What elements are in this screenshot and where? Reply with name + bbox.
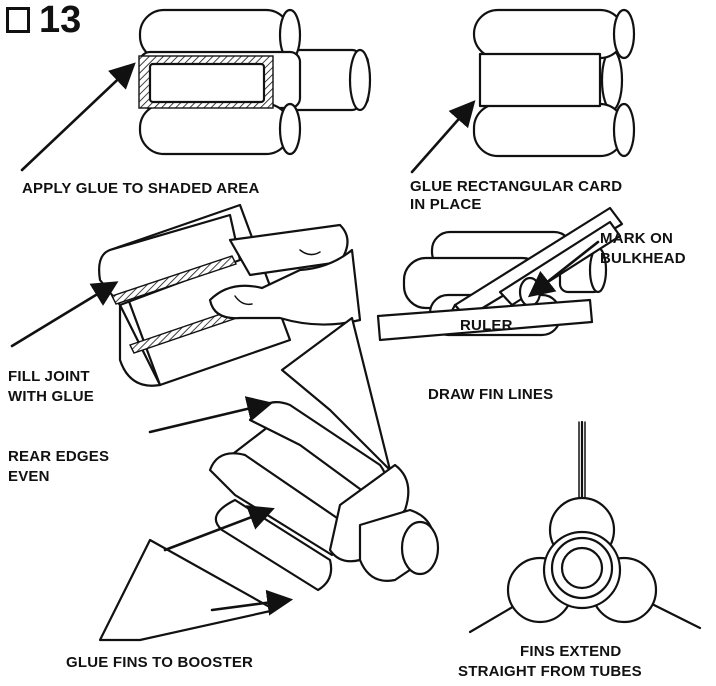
fill-joint-label-line2: WITH GLUE	[8, 388, 94, 405]
card-arrow	[410, 100, 476, 174]
booster-top-view	[468, 420, 702, 634]
booster-tubes-glue-area	[138, 8, 372, 156]
glue-card-label-line2: IN PLACE	[410, 196, 482, 213]
mark-bulkhead-label-line1: MARK ON	[600, 230, 674, 247]
glue-area-arrow	[20, 62, 136, 172]
glue-fins-label: GLUE FINS TO BOOSTER	[66, 654, 254, 671]
fin-arrow-upper	[163, 505, 275, 552]
booster-with-fins	[98, 316, 440, 642]
fill-joint-arrow	[10, 281, 119, 348]
booster-tubes-card	[472, 8, 636, 158]
draw-fin-lines-label: DRAW FIN LINES	[428, 386, 554, 403]
step-checkbox[interactable]	[6, 7, 30, 33]
rear-edges-label-line2: EVEN	[8, 468, 50, 485]
rear-edges-label-line1: REAR EDGES	[8, 448, 110, 465]
fins-extend-label-line1: FINS EXTEND	[520, 643, 622, 660]
rear-edges-arrow	[148, 396, 274, 434]
step-number: 13	[39, 0, 82, 41]
booster-tubes-fill-joint	[98, 203, 362, 387]
fill-joint-label-line1: FILL JOINT	[8, 368, 90, 385]
ruler-label: RULER	[460, 317, 513, 334]
apply-glue-label: APPLY GLUE TO SHADED AREA	[22, 180, 260, 197]
fin-arrow-lower	[210, 589, 294, 616]
mark-bulkhead-label-line2: BULKHEAD	[600, 250, 686, 267]
glue-card-label-line1: GLUE RECTANGULAR CARD	[410, 178, 623, 195]
booster-tubes-ruler	[376, 206, 624, 342]
bulkhead-mark-arrow	[527, 240, 600, 298]
fins-extend-label-line2: STRAIGHT FROM TUBES	[458, 663, 642, 680]
